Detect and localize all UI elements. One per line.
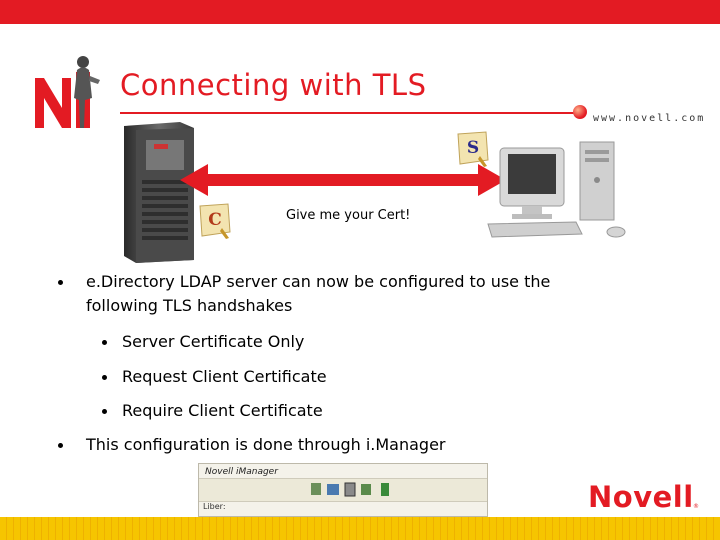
top-red-bar	[0, 0, 720, 24]
imanager-screenshot: Novell iManager Liber:	[198, 463, 488, 517]
imanager-url-label: Liber:	[203, 502, 226, 511]
bullet-text: This configuration is done through i.Man…	[86, 435, 446, 454]
bullet-dot-icon	[58, 443, 63, 448]
novell-n-logo-icon	[35, 56, 100, 128]
bottom-stripe	[0, 517, 720, 540]
slide-title: Connecting with TLS	[120, 68, 427, 102]
diagram-caption: Give me your Cert!	[286, 208, 411, 223]
double-headed-arrow-icon	[180, 164, 506, 196]
rule-dot-icon	[573, 105, 587, 119]
bullet-dot-icon	[102, 409, 107, 414]
imanager-toolbar	[199, 478, 487, 502]
bullet-text: Server Certificate Only	[122, 332, 305, 351]
bullet-text: Request Client Certificate	[122, 367, 327, 386]
imanager-title: Novell iManager	[205, 467, 278, 477]
svg-text:S: S	[467, 138, 479, 158]
bullet-text: e.Directory LDAP server can now be confi…	[86, 272, 551, 291]
svg-text:C: C	[208, 210, 222, 230]
desktop-computer-icon	[487, 141, 626, 238]
bullet-dot-icon	[102, 340, 107, 345]
novell-url: www.novell.com	[593, 113, 706, 124]
novell-logo: Novell	[588, 480, 694, 514]
bullet-dot-icon	[102, 375, 107, 380]
bullet-text: Require Client Certificate	[122, 401, 323, 420]
title-rule	[120, 112, 580, 114]
bullet-text: following TLS handshakes	[86, 296, 293, 315]
bullet-dot-icon	[58, 280, 63, 285]
server-tower-icon	[124, 122, 194, 263]
toolbar-icons-icon	[311, 482, 389, 497]
client-cert-badge-icon: C	[199, 203, 231, 239]
server-cert-badge-icon: S	[457, 131, 489, 167]
registered-mark: ®	[693, 503, 699, 510]
